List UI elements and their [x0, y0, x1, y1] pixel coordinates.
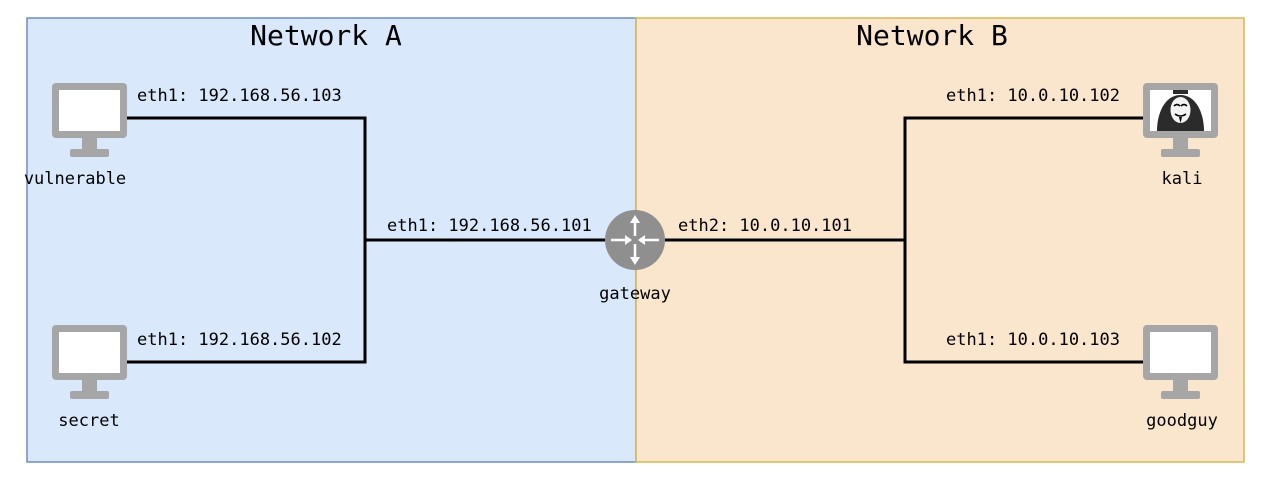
desktop-computer-icon — [52, 83, 127, 157]
iface-secret: eth1: 192.168.56.102 — [137, 330, 342, 350]
network-links — [127, 116, 1143, 364]
host-label-secret: secret — [58, 411, 119, 431]
host-label-vulnerable: vulnerable — [24, 169, 126, 189]
desktop-computer-icon — [52, 325, 127, 399]
iface-gateway-b: eth2: 10.0.10.101 — [678, 216, 852, 236]
host-goodguy[interactable]: goodguy — [1143, 325, 1218, 431]
network-b-title: Network B — [856, 19, 1008, 52]
link-vulnerable — [127, 116, 367, 240]
anonymous-mask-monitor-icon — [1143, 83, 1218, 157]
iface-goodguy: eth1: 10.0.10.103 — [946, 330, 1120, 350]
link-kali — [903, 116, 1143, 240]
iface-gateway-a: eth1: 192.168.56.101 — [387, 216, 592, 236]
host-label-goodguy: goodguy — [1146, 411, 1218, 431]
router-icon — [605, 210, 665, 270]
link-goodguy — [903, 240, 1143, 364]
host-kali[interactable]: kali — [1143, 83, 1218, 189]
host-label-gateway: gateway — [599, 284, 671, 304]
host-label-kali: kali — [1162, 169, 1203, 189]
host-vulnerable[interactable]: vulnerable — [24, 83, 127, 189]
host-secret[interactable]: secret — [52, 325, 127, 431]
link-secret — [127, 240, 367, 364]
network-a-title: Network A — [250, 19, 402, 52]
iface-kali: eth1: 10.0.10.102 — [946, 86, 1120, 106]
iface-vulnerable: eth1: 192.168.56.103 — [137, 86, 342, 106]
host-gateway[interactable]: gateway — [599, 210, 671, 304]
desktop-computer-icon — [1143, 325, 1218, 399]
